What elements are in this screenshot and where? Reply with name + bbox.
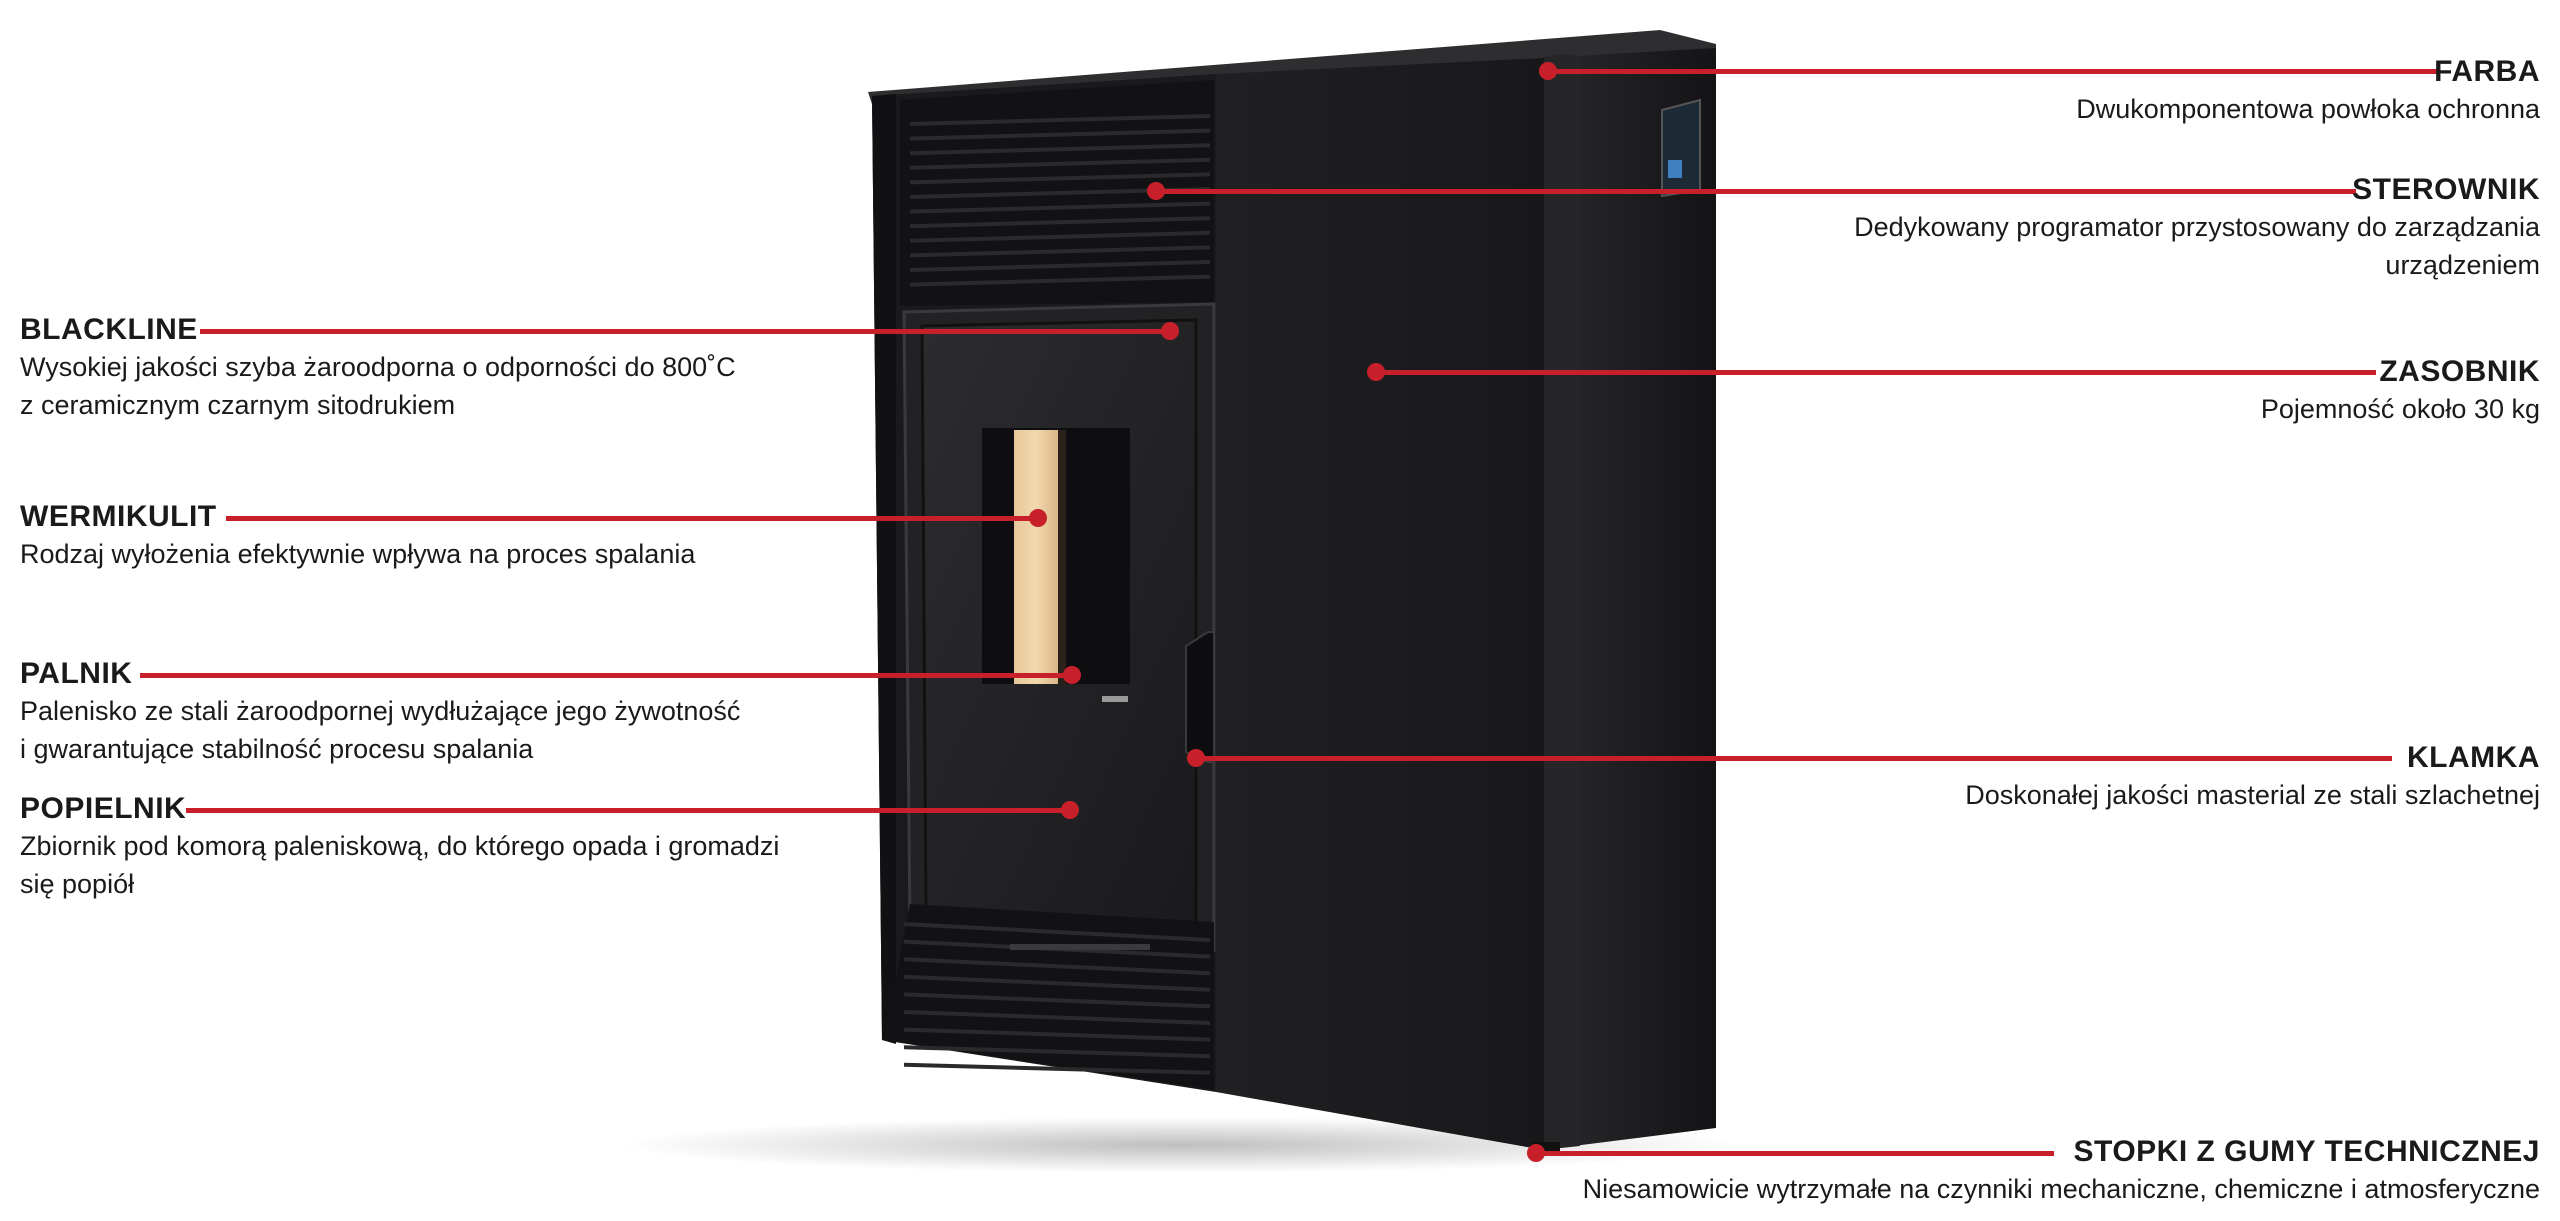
- callout-zasobnik-desc: Pojemność około 30 kg: [2260, 394, 2540, 424]
- dot-popielnik: [1061, 801, 1079, 819]
- callout-popielnik-desc-line2: się popiół: [20, 869, 135, 899]
- callout-stopki-title: STOPKI Z GUMY TECHNICZNEJ: [2073, 1135, 2540, 1168]
- lower-grille: [884, 904, 1214, 1090]
- grille-slat: [909, 230, 1211, 243]
- callout-sterownik-title: STEROWNIK: [2352, 173, 2540, 206]
- callout-blackline: BLACKLINE Wysokiej jakości szyba żaroodp…: [20, 312, 920, 424]
- grille-slat: [903, 922, 1211, 942]
- callout-wermikulit-title: WERMIKULIT: [20, 500, 217, 533]
- callout-zasobnik: ZASOBNIK Pojemność około 30 kg: [1640, 354, 2540, 428]
- callout-blackline-desc-line2: z ceramicznym czarnym sitodrukiem: [20, 390, 456, 420]
- callout-klamka-desc: Doskonałej jakości masterial ze stali sz…: [1965, 780, 2540, 810]
- hopper-front: [1216, 58, 1544, 1150]
- callout-farba: FARBA Dwukomponentowa powłoka ochronna: [1640, 54, 2540, 128]
- dot-wermikulit: [1029, 509, 1047, 527]
- grille-slat: [903, 1045, 1211, 1059]
- leader-blackline: [200, 329, 1170, 334]
- dot-sterownik: [1147, 182, 1165, 200]
- callout-palnik-title: PALNIK: [20, 657, 133, 690]
- callout-wermikulit: WERMIKULIT Rodzaj wyłożenia efektywnie w…: [20, 499, 920, 573]
- door-handle: [1185, 631, 1215, 763]
- lower-grille-slats: [903, 922, 1211, 1075]
- dot-klamka: [1187, 749, 1205, 767]
- leader-palnik: [140, 673, 1072, 678]
- dot-palnik: [1063, 666, 1081, 684]
- stove-side-panel: [1542, 48, 1716, 1150]
- callout-klamka-title: KLAMKA: [2407, 741, 2540, 774]
- grille-slat: [909, 143, 1211, 156]
- dot-zasobnik: [1367, 363, 1385, 381]
- callout-sterownik-desc-line2: urządzeniem: [2385, 250, 2540, 280]
- grille-slat: [909, 216, 1211, 229]
- callout-wermikulit-desc: Rodzaj wyłożenia efektywnie wpływa na pr…: [20, 539, 696, 569]
- callout-klamka: KLAMKA Doskonałej jakości masterial ze s…: [1540, 740, 2540, 814]
- callout-palnik-desc-line1: Palenisko ze stali żaroodpornej wydłużaj…: [20, 696, 741, 726]
- leader-stopki: [1536, 1151, 2054, 1156]
- callout-sterownik: STEROWNIK Dedykowany programator przysto…: [1540, 172, 2540, 284]
- leader-wermikulit: [226, 516, 1038, 521]
- grille-slat: [909, 114, 1211, 126]
- grille-slat: [903, 1027, 1211, 1042]
- leader-sterownik: [1156, 189, 2356, 194]
- callout-palnik: PALNIK Palenisko ze stali żaroodpornej w…: [20, 656, 920, 768]
- brand-mark: [1102, 696, 1128, 702]
- leader-zasobnik: [1376, 370, 2376, 375]
- callout-farba-desc: Dwukomponentowa powłoka ochronna: [2076, 94, 2540, 124]
- callout-blackline-title: BLACKLINE: [20, 313, 198, 346]
- grille-slat: [909, 157, 1211, 170]
- callout-farba-title: FARBA: [2434, 55, 2540, 88]
- grille-slat: [909, 201, 1211, 214]
- grille-slat: [909, 260, 1211, 272]
- grille-slat: [903, 1010, 1211, 1025]
- stove-foot: [1530, 1142, 1560, 1152]
- leader-klamka: [1196, 756, 2392, 761]
- callout-popielnik-desc-line1: Zbiornik pod komorą paleniskową, do któr…: [20, 831, 780, 861]
- grille-slat: [903, 957, 1211, 976]
- callout-stopki: STOPKI Z GUMY TECHNICZNEJ Niesamowicie w…: [1440, 1134, 2540, 1208]
- dot-blackline: [1161, 322, 1179, 340]
- dot-stopki: [1527, 1144, 1545, 1162]
- grille-slat: [909, 245, 1211, 258]
- callout-blackline-desc-line1: Wysokiej jakości szyba żaroodporna o odp…: [20, 352, 736, 382]
- vermiculite-panel: [1014, 430, 1058, 684]
- grille-slat: [903, 974, 1211, 992]
- callout-zasobnik-title: ZASOBNIK: [2379, 355, 2540, 388]
- leader-popielnik: [186, 808, 1070, 813]
- callout-stopki-desc: Niesamowicie wytrzymałe na czynniki mech…: [1582, 1174, 2540, 1204]
- grille-slat: [909, 172, 1211, 185]
- grille-slat: [909, 128, 1211, 141]
- grille-slat: [909, 274, 1211, 287]
- dot-farba: [1539, 62, 1557, 80]
- callout-sterownik-desc-line1: Dedykowany programator przystosowany do …: [1854, 212, 2540, 242]
- callout-palnik-desc-line2: i gwarantujące stabilność procesu spalan…: [20, 734, 534, 764]
- grille-slat: [903, 992, 1211, 1009]
- grille-slat: [903, 1062, 1211, 1075]
- callout-popielnik-title: POPIELNIK: [20, 792, 187, 825]
- callout-popielnik: POPIELNIK Zbiornik pod komorą paleniskow…: [20, 791, 920, 903]
- leader-farba: [1548, 69, 2438, 74]
